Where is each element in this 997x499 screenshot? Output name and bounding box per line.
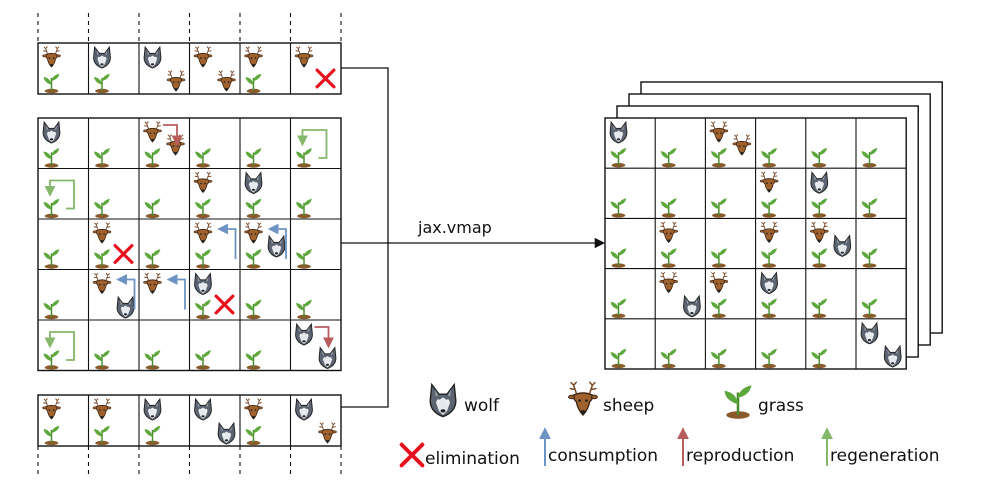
legend-elimination-label: elimination	[425, 449, 520, 469]
legend-wolf-label: wolf	[464, 396, 500, 416]
result-grid	[604, 117, 907, 370]
grid-cell	[42, 331, 75, 371]
bottom-strip-grid	[37, 394, 342, 447]
grid-cell	[92, 272, 136, 319]
legend-wolf-icon	[429, 383, 457, 418]
reproduction-arrow	[163, 124, 183, 147]
grid-cell	[143, 272, 186, 310]
bracket-connector	[341, 67, 389, 408]
regeneration-arrow	[44, 179, 75, 210]
legend-regeneration-label: regeneration	[830, 446, 940, 466]
legend-grass-label: grass	[758, 396, 804, 416]
consumption-arrow	[267, 223, 287, 259]
consumption-arrow	[166, 274, 186, 310]
legend-grass-icon	[723, 384, 753, 421]
consumption-arrow	[116, 274, 136, 310]
legend-reproduction-label: reproduction	[686, 446, 795, 466]
legend-consumption-label: consumption	[548, 446, 659, 466]
grid-cell	[295, 129, 328, 169]
reproduction-arrow	[314, 326, 334, 349]
grid-cell	[244, 222, 287, 270]
regeneration-arrow	[44, 331, 75, 361]
legend	[399, 381, 833, 468]
vmap-connectors	[341, 67, 606, 408]
legend-elimination-icon	[399, 442, 425, 468]
legend-sheep-label: sheep	[603, 396, 655, 416]
consumption-arrow	[217, 223, 237, 259]
grid-cell	[143, 121, 185, 169]
regeneration-arrow	[297, 129, 328, 159]
vmap-label: jax.vmap	[418, 218, 492, 237]
top-strip-grid	[37, 42, 342, 95]
legend-sheep-icon	[567, 381, 599, 416]
main-grid	[37, 117, 342, 372]
grids	[37, 13, 907, 478]
grid-cell	[42, 179, 75, 219]
grid-cell	[193, 222, 237, 270]
grid-cell	[295, 323, 337, 370]
